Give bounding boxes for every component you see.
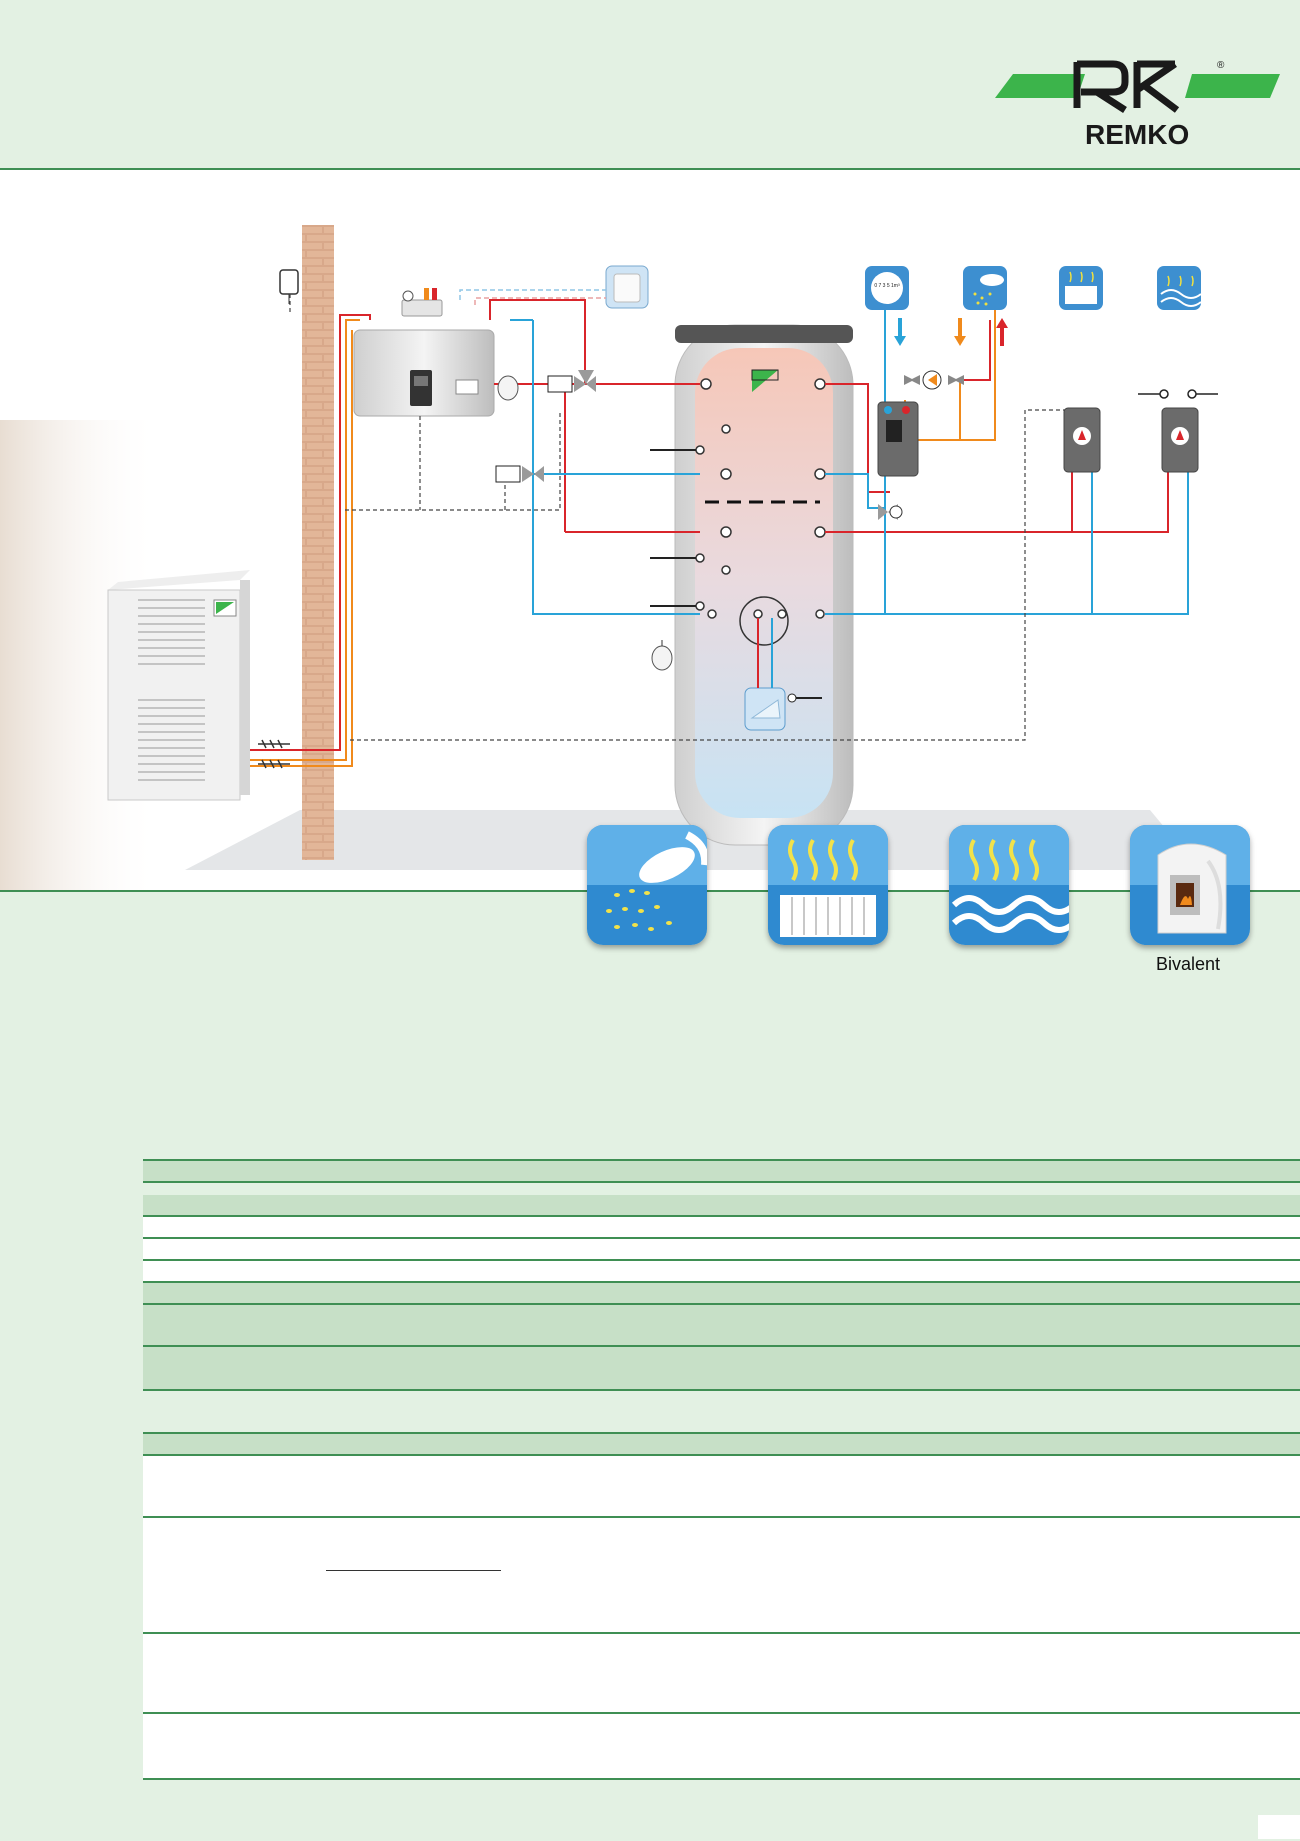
circulation-pump-icon <box>904 370 964 390</box>
table-row <box>143 1347 1300 1389</box>
table-header-row <box>143 1434 1300 1454</box>
underline-link <box>326 1570 501 1571</box>
table-row <box>143 1239 1300 1259</box>
shower-icon <box>963 266 1007 310</box>
fresh-water-station <box>877 401 919 477</box>
outdoor-sensor-icon <box>279 269 299 295</box>
brand-wordmark: REMKO <box>1085 119 1189 148</box>
table-rule <box>143 1454 1300 1456</box>
radiator-icon <box>1059 266 1103 310</box>
table-row <box>143 1518 1300 1632</box>
meter-readout: 0 7 3 5 1m³ <box>874 283 900 289</box>
three-way-valve-icon <box>495 465 544 483</box>
table-row <box>143 1261 1300 1281</box>
table-row <box>143 1283 1300 1303</box>
hydraulic-diagram: 0 7 3 5 1m³ <box>0 225 1218 890</box>
brick-wall <box>302 225 334 860</box>
system-schematic: 0 7 3 5 1m³ <box>0 170 1300 892</box>
table-rule <box>143 1632 1300 1634</box>
buffer-storage-tank <box>674 324 854 846</box>
table-rule <box>143 1303 1300 1305</box>
feature-underfloor <box>949 825 1069 945</box>
table-header-row <box>143 1161 1300 1181</box>
flow-arrows <box>894 318 1008 346</box>
shower-icon <box>587 825 707 945</box>
feature-radiator <box>768 825 888 945</box>
underfloor-heating-icon <box>1157 266 1202 310</box>
three-way-valve-icon <box>547 370 596 393</box>
table-rule <box>143 1159 1300 1161</box>
table-rule <box>143 1215 1300 1217</box>
feature-bivalent <box>1130 825 1250 945</box>
table-rule <box>143 1237 1300 1239</box>
table-row <box>143 1217 1300 1237</box>
underfloor-heating-icon <box>949 825 1069 945</box>
radiator-icon <box>768 825 888 945</box>
remko-logo: REMKO ® <box>995 60 1280 148</box>
registered-mark: ® <box>1217 60 1225 71</box>
table-row <box>143 1634 1300 1712</box>
solar-collector-icon <box>744 687 822 731</box>
page-number-box <box>1258 1815 1300 1839</box>
table-rule <box>143 1281 1300 1283</box>
indoor-hydraulic-module <box>353 288 495 417</box>
bivalent-label: Bivalent <box>1155 954 1221 974</box>
feature-shower <box>587 825 707 945</box>
table-row <box>143 1456 1300 1516</box>
table-rule <box>143 1778 1300 1780</box>
table-rule <box>143 1712 1300 1714</box>
table-row <box>143 1714 1300 1778</box>
table-rule <box>143 1516 1300 1518</box>
table-row <box>143 1305 1300 1345</box>
fireplace-icon <box>1130 825 1250 945</box>
table-rule <box>143 1259 1300 1261</box>
mixing-valve-icon <box>878 504 903 520</box>
table-rule <box>143 1181 1300 1183</box>
page-header: REMKO ® <box>0 0 1300 170</box>
table-rule <box>143 1432 1300 1434</box>
table-rule <box>143 1345 1300 1347</box>
table-rule <box>143 1389 1300 1391</box>
water-meter-icon: 0 7 3 5 1m³ <box>865 266 909 310</box>
heating-circuit-station-underfloor <box>1161 407 1199 473</box>
outdoor-heat-pump-unit <box>107 570 250 801</box>
table-row <box>143 1195 1300 1215</box>
fireplace-icon <box>605 265 649 309</box>
heating-circuit-station-radiator <box>1063 407 1101 473</box>
